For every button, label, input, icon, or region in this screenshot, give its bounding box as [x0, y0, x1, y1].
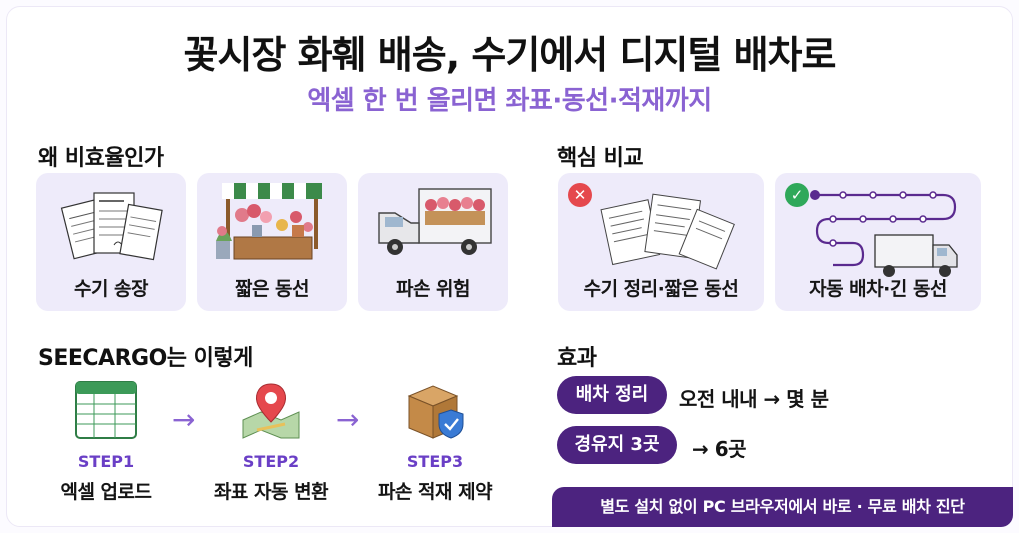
compare-card-manual: ✕ 수기 정리·짧은 동선	[558, 173, 764, 311]
why-heading: 왜 비효율인가	[38, 146, 164, 171]
step-label: STEP1	[77, 452, 135, 471]
spreadsheet-icon	[75, 381, 137, 439]
paper-invoices-icon	[60, 192, 163, 261]
effect-pill-waypoints: 경유지 3곳	[557, 426, 677, 464]
why-card-caption: 파손 위험	[395, 278, 471, 300]
arrow-icon: →	[336, 403, 360, 436]
effect-pill-dispatch: 배차 정리	[557, 376, 667, 414]
why-card-caption: 수기 송장	[73, 278, 149, 300]
step-desc: 엑셀 업로드	[60, 481, 152, 503]
x-badge-icon: ✕	[568, 183, 592, 207]
step-desc: 파손 적재 제약	[377, 481, 493, 503]
flower-truck-icon	[378, 188, 492, 255]
how-heading: SEECARGO는 이렇게	[38, 346, 253, 371]
flower-stall-icon	[216, 183, 322, 260]
check-badge-icon: ✓	[785, 183, 809, 207]
route-truck-icon	[810, 190, 958, 277]
compare-caption-manual: 수기 정리·짧은 동선	[583, 278, 739, 300]
page-title: 꽃시장 화훼 배송, 수기에서 디지털 배차로	[183, 33, 837, 77]
step-label: STEP3	[406, 452, 464, 471]
arrow-icon: →	[172, 403, 196, 436]
why-card-caption: 짧은 동선	[234, 278, 310, 300]
effects-heading: 효과	[557, 346, 597, 371]
compare-heading: 핵심 비교	[557, 146, 644, 171]
why-card-damage: 파손 위험	[358, 173, 508, 311]
compare-card-auto: ✓ 자동 배차·긴 동선	[775, 173, 981, 311]
step-label: STEP2	[242, 452, 300, 471]
compare-caption-auto: 자동 배차·긴 동선	[809, 278, 947, 300]
why-card-stall: 짧은 동선	[197, 173, 347, 311]
box-shield-icon	[407, 385, 464, 439]
why-card-invoices: 수기 송장	[36, 173, 186, 311]
step-desc: 좌표 자동 변환	[213, 481, 329, 503]
footer-banner: 별도 설치 없이 PC 브라우저에서 바로 · 무료 배차 진단	[552, 487, 1013, 527]
effect-text-waypoints: → 6곳	[692, 437, 747, 461]
effect-text-dispatch: 오전 내내 → 몇 분	[679, 387, 829, 411]
page-subtitle: 엑셀 한 번 올리면 좌표·동선·적재까지	[307, 86, 712, 116]
map-pin-icon	[242, 383, 300, 439]
scattered-papers-icon	[600, 193, 735, 270]
